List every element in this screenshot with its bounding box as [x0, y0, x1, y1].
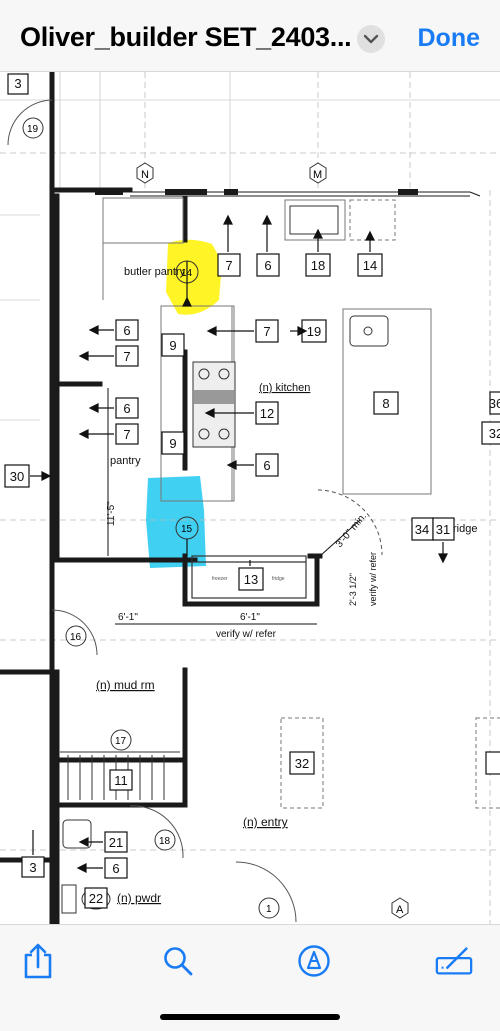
box-tag: 6 — [263, 458, 270, 473]
dimension-label: 3'-0" min. — [334, 511, 369, 550]
box-tag: 7 — [263, 324, 270, 339]
grid-marker-a: A — [396, 904, 404, 916]
circle-tag: 18 — [159, 836, 171, 847]
dimension-label: 11'-5" — [106, 501, 117, 526]
room-label: ridge — [453, 523, 477, 535]
dimension-label: 6'-1" — [240, 612, 260, 623]
box-tag: 6 — [112, 861, 119, 876]
share-icon[interactable] — [18, 941, 58, 981]
room-label: (n) mud rm — [96, 678, 155, 692]
room-label: (n) pwdr — [117, 891, 161, 905]
box-tag: 3 — [14, 76, 21, 91]
box-tag: 11 — [114, 773, 128, 788]
dimension-label: 6'-1" — [118, 612, 138, 623]
box-tag: 6 — [123, 323, 130, 338]
box-tag: 7 — [123, 427, 130, 442]
markup-pen-icon[interactable] — [294, 941, 334, 981]
freezer-label: freezer — [212, 576, 228, 582]
nav-bar: Oliver_builder SET_2403... Done — [0, 0, 500, 72]
search-icon[interactable] — [158, 941, 198, 981]
box-tag: 30 — [10, 469, 24, 484]
box-tag: 36 — [489, 396, 500, 411]
box-tag: 18 — [311, 258, 325, 273]
dimension-label: verify w/ refer — [216, 629, 277, 640]
circle-tag: 1 — [266, 904, 272, 915]
home-indicator[interactable] — [160, 1014, 340, 1020]
box-tag: 32 — [489, 426, 500, 441]
box-tag: 3 — [29, 860, 36, 875]
document-title[interactable]: Oliver_builder SET_2403... — [20, 22, 352, 52]
grid-marker-m: M — [313, 169, 322, 181]
circle-tag: 17 — [115, 736, 127, 747]
box-tag: 7 — [225, 258, 232, 273]
box-tag: 9 — [169, 338, 176, 353]
bottom-toolbar — [0, 924, 500, 1031]
grid-marker-n: N — [141, 169, 149, 181]
room-label: (n) entry — [243, 815, 288, 829]
floor-plan-document[interactable]: freezer fridge N M A — [0, 72, 500, 924]
chevron-down-icon[interactable] — [357, 25, 385, 53]
box-tag: 13 — [244, 572, 258, 587]
room-label: butler pantry — [124, 266, 186, 278]
dimension-label: verify w/ refer — [368, 552, 378, 606]
box-tag: 21 — [109, 835, 123, 850]
room-label: (n) kitchen — [259, 382, 310, 394]
box-tag: 6 — [123, 401, 130, 416]
box-tag: 9 — [169, 436, 176, 451]
fridge-label: fridge — [272, 576, 285, 582]
signature-icon[interactable] — [434, 941, 474, 981]
box-tag: 31 — [436, 522, 450, 537]
box-tag: 8 — [382, 396, 389, 411]
room-label: pantry — [110, 455, 141, 467]
box-tag: 22 — [89, 891, 103, 906]
box-tag: 7 — [123, 349, 130, 364]
box-tag: 32 — [295, 756, 309, 771]
box-tag: 14 — [363, 258, 377, 273]
box-tag: 19 — [307, 324, 321, 339]
circle-tag: 15 — [181, 524, 193, 535]
done-button[interactable]: Done — [417, 24, 481, 52]
box-tag: 6 — [264, 258, 271, 273]
yellow-highlight — [166, 239, 222, 315]
box-tag: 34 — [415, 522, 429, 537]
circle-tag: 16 — [70, 632, 82, 643]
dimension-label: 2'-3 1/2" — [348, 573, 358, 606]
box-tag: 12 — [260, 406, 274, 421]
cyan-highlight — [146, 476, 206, 568]
circle-tag: 19 — [27, 124, 39, 135]
